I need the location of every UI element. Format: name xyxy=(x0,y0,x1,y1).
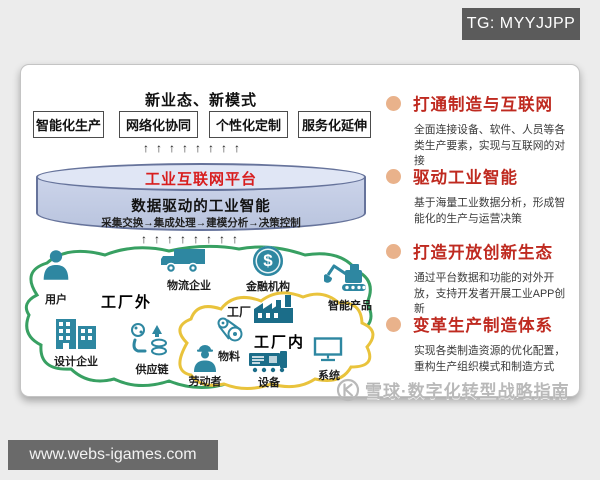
supply-chain-parts-icon xyxy=(129,321,171,357)
factory-inside-label: 工厂内 xyxy=(254,334,306,351)
up-arrows-icon: ↑↑↑↑↑↑↑↑ xyxy=(143,141,247,155)
worker-person-icon xyxy=(191,343,219,373)
benefit-title: 变革生产制造体系 xyxy=(413,317,553,335)
node-label-supply-chain: 供应链 xyxy=(135,364,169,376)
node-label-finance: 金融机构 xyxy=(246,281,290,293)
up-arrows-icon: ↑↑↑↑↑↑↑↑ xyxy=(141,232,245,246)
factory-building-icon xyxy=(252,295,294,323)
benefit-title: 打造开放创新生态 xyxy=(413,244,553,262)
mode-box-network-collaboration: 网络化协同 xyxy=(119,111,198,138)
benefit-description: 基于海量工业数据分析，形成智能化的生产与运营决策 xyxy=(414,197,566,225)
cloud-outline-drawing xyxy=(24,244,375,390)
node-label-system: 系统 xyxy=(318,370,340,382)
mode-box-personal-customization: 个性化定制 xyxy=(209,111,288,138)
benefit-title: 驱动工业智能 xyxy=(413,169,518,187)
node-label-worker: 劳动者 xyxy=(188,376,222,388)
benefit-description: 通过平台数据和功能的对外开放，支持开发者开展工业APP创新 xyxy=(414,272,566,316)
mode-box-service-extension: 服务化延伸 xyxy=(298,111,371,138)
benefit-title: 打通制造与互联网 xyxy=(413,96,553,114)
node-label-smart-product: 智能产品 xyxy=(328,300,372,312)
benefit-item: 驱动工业智能 基于海量工业数据分析，形成智能化的生产与运营决策 xyxy=(386,164,576,227)
material-belt-drive-icon xyxy=(214,316,244,344)
benefit-item: 打通制造与互联网 全面连接设备、软件、人员等各类生产要素，实现与互联网的对接 xyxy=(386,91,576,170)
industrial-internet-platform-cylinder: 工业互联网平台 数据驱动的工业智能 采集交换→集成处理→建模分析→决策控制 xyxy=(36,163,366,231)
watermark: 雪球·数字化转型战略指南 xyxy=(336,377,570,402)
bullet-dot-icon xyxy=(386,95,401,111)
cylinder-top xyxy=(36,163,366,191)
benefit-item: 打造开放创新生态 通过平台数据和功能的对外开放，支持开发者开展工业APP创新 xyxy=(386,239,576,318)
finance-dollar-icon: $ xyxy=(253,246,283,276)
benefit-item: 变革生产制造体系 实现各类制造资源的优化配置，重构生产组织模式和制造方式 xyxy=(386,312,576,375)
new-business-modes-title: 新业态、新模式 xyxy=(144,92,257,109)
platform-subtitle: 数据驱动的工业智能 xyxy=(131,199,271,215)
factory-inside-cloud-outline xyxy=(178,291,375,390)
tg-contact-badge: TG: MYYJJPP xyxy=(462,8,580,40)
design-company-building-icon xyxy=(54,317,98,349)
bullet-dot-icon xyxy=(386,316,401,332)
website-url-badge: www.webs-igames.com xyxy=(8,440,218,470)
node-label-factory: 工厂 xyxy=(227,305,252,319)
node-label-material: 物料 xyxy=(218,351,240,363)
factory-outside-label: 工厂外 xyxy=(101,294,153,311)
benefit-description: 全面连接设备、软件、人员等各类生产要素，实现与互联网的对接 xyxy=(414,124,566,168)
logistics-truck-icon xyxy=(161,247,207,275)
node-label-logistics: 物流企业 xyxy=(167,280,211,292)
system-monitor-icon xyxy=(313,337,343,362)
benefits-list: 打通制造与互联网 全面连接设备、软件、人员等各类生产要素，实现与互联网的对接 驱… xyxy=(386,91,576,391)
platform-title: 工业互联网平台 xyxy=(144,171,257,188)
benefit-description: 实现各类制造资源的优化配置，重构生产组织模式和制造方式 xyxy=(414,345,566,373)
bullet-dot-icon xyxy=(386,168,401,184)
node-label-user: 用户 xyxy=(45,294,67,306)
smart-product-excavator-icon xyxy=(324,262,372,294)
user-person-icon xyxy=(41,249,71,281)
platform-process-flow: 采集交换→集成处理→建模分析→决策控制 xyxy=(101,217,301,229)
mode-box-smart-production: 智能化生产 xyxy=(33,111,104,138)
equipment-machine-icon xyxy=(249,351,287,373)
xueqiu-logo-icon xyxy=(336,378,360,401)
infographic-card: 新业态、新模式 智能化生产 网络化协同 个性化定制 服务化延伸 ↑↑↑↑↑↑↑↑… xyxy=(20,64,580,397)
bullet-dot-icon xyxy=(386,243,401,259)
node-label-design: 设计企业 xyxy=(54,356,98,368)
watermark-text: 雪球·数字化转型战略指南 xyxy=(365,382,570,401)
node-label-equipment: 设备 xyxy=(258,377,280,389)
